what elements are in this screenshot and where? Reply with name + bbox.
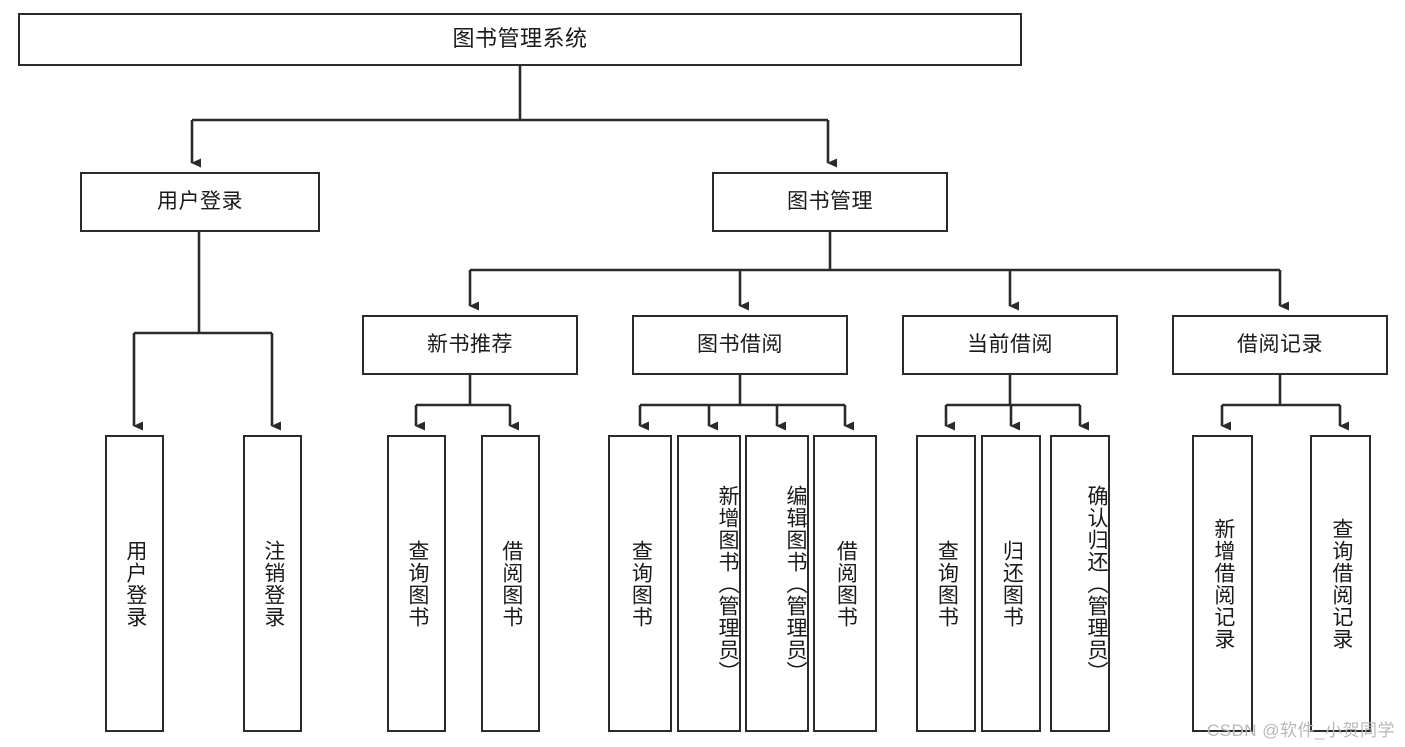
node-user-login[interactable]: 用户登录 bbox=[80, 172, 320, 232]
leaf-current-borrow-confirm-return-admin[interactable]: 确认归还（管理员） bbox=[1050, 435, 1110, 732]
leaf-new-book-borrow-books[interactable]: 借阅图书 bbox=[481, 435, 540, 732]
watermark-csdn: CSDN @软件_小贺同学 bbox=[1206, 721, 1395, 740]
node-new-book-recommendation[interactable]: 新书推荐 bbox=[362, 315, 578, 375]
leaf-user-login-signout[interactable]: 注销登录 bbox=[243, 435, 302, 732]
leaf-book-borrow-query-books[interactable]: 查询图书 bbox=[608, 435, 672, 732]
leaf-book-borrow-edit-book-admin[interactable]: 编辑图书（管理员） bbox=[745, 435, 809, 732]
leaf-borrow-record-add-record[interactable]: 新增借阅记录 bbox=[1192, 435, 1253, 732]
node-book-management[interactable]: 图书管理 bbox=[712, 172, 948, 232]
node-root-book-management-system[interactable]: 图书管理系统 bbox=[18, 13, 1022, 66]
leaf-book-borrow-add-book-admin[interactable]: 新增图书（管理员） bbox=[677, 435, 741, 732]
leaf-borrow-record-query-record[interactable]: 查询借阅记录 bbox=[1310, 435, 1371, 732]
leaf-current-borrow-return-books[interactable]: 归还图书 bbox=[981, 435, 1041, 732]
node-current-borrowing[interactable]: 当前借阅 bbox=[902, 315, 1118, 375]
leaf-user-login-signin[interactable]: 用户登录 bbox=[105, 435, 164, 732]
leaf-book-borrow-borrow-books[interactable]: 借阅图书 bbox=[813, 435, 877, 732]
leaf-new-book-query-books[interactable]: 查询图书 bbox=[387, 435, 446, 732]
node-book-borrowing[interactable]: 图书借阅 bbox=[632, 315, 848, 375]
leaf-current-borrow-query-books[interactable]: 查询图书 bbox=[916, 435, 976, 732]
node-borrowing-records[interactable]: 借阅记录 bbox=[1172, 315, 1388, 375]
